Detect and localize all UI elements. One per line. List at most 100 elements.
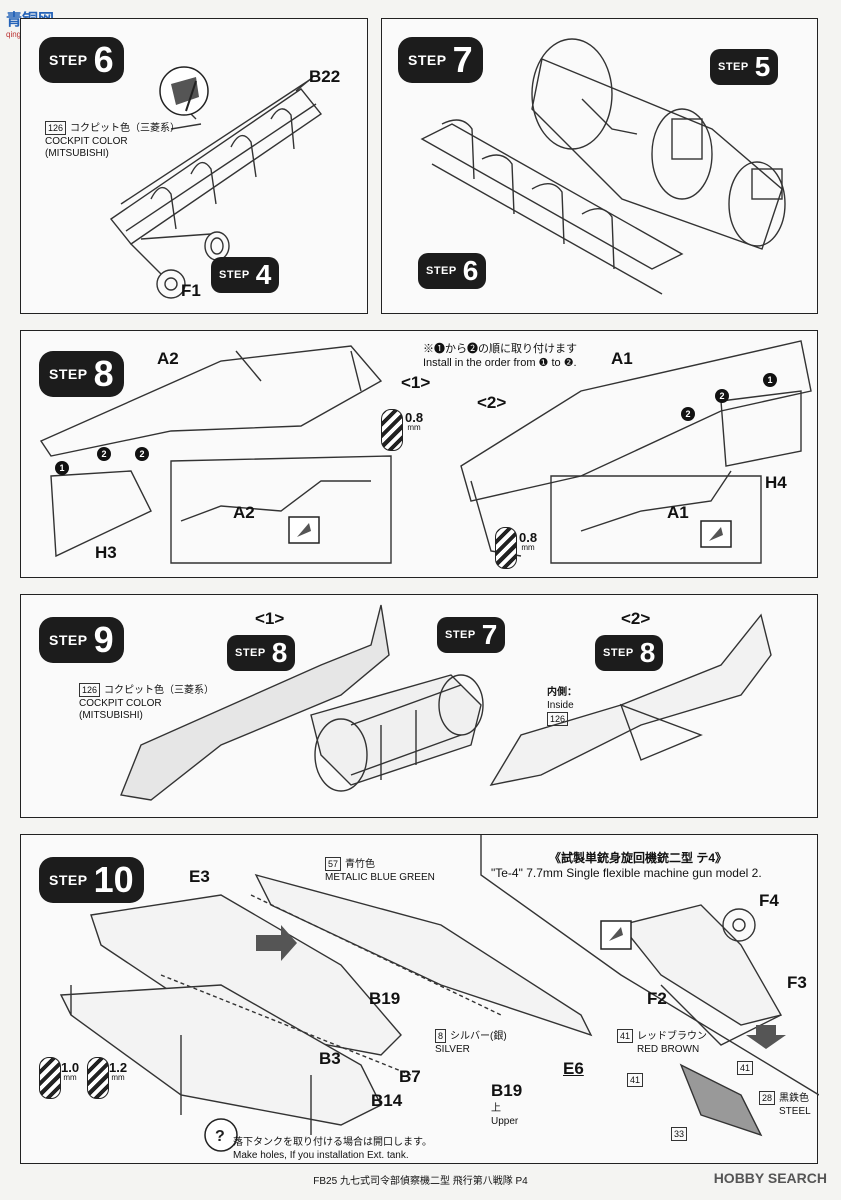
part-b19-detail-label: B19 bbox=[491, 1081, 523, 1100]
part-b19-label: B19 bbox=[369, 989, 401, 1008]
step9-word: STEP bbox=[49, 632, 88, 648]
ref-number: 8 bbox=[639, 637, 656, 668]
step8-drawing bbox=[39, 340, 812, 564]
step7-number: 7 bbox=[452, 39, 473, 80]
paint41-jp: レッドブラウン bbox=[637, 1031, 708, 1042]
step6-badge: STEP 6 bbox=[39, 37, 124, 83]
svg-text:?: ? bbox=[215, 1128, 225, 1145]
step8-number: 8 bbox=[93, 353, 114, 394]
ref-word: STEP bbox=[445, 629, 476, 641]
subassembly-2-label: <2> bbox=[477, 393, 507, 412]
ref-number: 5 bbox=[754, 51, 771, 82]
order-marker-1: 1 bbox=[763, 373, 777, 387]
part-f4-label: F4 bbox=[759, 891, 779, 910]
paint-code-126: 126 bbox=[79, 683, 101, 697]
upper-marker: 上 Upper bbox=[491, 1103, 518, 1128]
part-e3-label: E3 bbox=[189, 867, 210, 886]
step9-ref-step7: STEP 7 bbox=[437, 617, 506, 653]
part-h3-label: H3 bbox=[95, 543, 117, 562]
drill-icon bbox=[87, 1057, 109, 1099]
callout-41b: 41 bbox=[737, 1061, 757, 1076]
paint8-en: SILVER bbox=[435, 1043, 470, 1055]
gun-title-jp: 《試製単銃身旋回機銃二型 テ4》 bbox=[549, 851, 728, 865]
drill-value: 0.8 bbox=[405, 410, 424, 425]
paint57-jp: 青竹色 bbox=[345, 859, 376, 870]
part-a2-detail-label: A2 bbox=[233, 503, 255, 522]
ext-tank-note: 落下タンクを取り付ける場合は開口します。 Make holes, If you … bbox=[233, 1137, 432, 1162]
part-b22-label: B22 bbox=[309, 67, 341, 86]
step7-panel: STEP 7 STEP 5 STEP 6 bbox=[381, 18, 818, 314]
step10-drawing: ? bbox=[59, 835, 819, 1152]
drill-value: 1.0 bbox=[61, 1060, 80, 1075]
paint-code-41: 41 bbox=[617, 1029, 634, 1043]
step9-badge: STEP 9 bbox=[39, 617, 124, 663]
gun-title: 《試製単銃身旋回機銃二型 テ4》 "Te-4" 7.7mm Single fle… bbox=[491, 851, 762, 881]
paint28-jp: 黒鉄色 bbox=[779, 1093, 810, 1104]
part-code-33: 33 bbox=[671, 1127, 688, 1141]
step7-ref-step6: STEP 6 bbox=[418, 253, 487, 289]
part-f1-label: F1 bbox=[181, 281, 201, 300]
order-marker-2: 2 bbox=[715, 389, 729, 403]
part-b3-label: B3 bbox=[319, 1049, 341, 1068]
step9-ref-step8-a: STEP 8 bbox=[227, 635, 296, 671]
drill-icon bbox=[381, 409, 403, 451]
part-f2-label: F2 bbox=[647, 989, 667, 1008]
paint-code-57: 57 bbox=[325, 857, 342, 871]
step8-order-note: ※❶から❷の順に取り付けます Install in the order from… bbox=[423, 343, 577, 371]
callout-41a: 41 bbox=[627, 1073, 647, 1088]
ref-word: STEP bbox=[235, 647, 266, 659]
step7-word: STEP bbox=[408, 52, 447, 68]
step9-drawing bbox=[120, 604, 772, 801]
paint-en2: (MITSUBISHI) bbox=[79, 710, 143, 721]
paint-en2: (MITSUBISHI) bbox=[45, 148, 109, 159]
holes-jp: 落下タンクを取り付ける場合は開口します。 bbox=[233, 1137, 432, 1148]
ref-word: STEP bbox=[718, 61, 749, 73]
paint-code-28: 28 bbox=[759, 1091, 776, 1105]
page-footer: FB25 九七式司令部偵察機二型 飛行第八戦隊 P4 bbox=[313, 1176, 528, 1187]
subassembly-1-label: <1> bbox=[401, 373, 431, 392]
order-marker-2: 2 bbox=[681, 407, 695, 421]
paint-en1: COCKPIT COLOR bbox=[79, 697, 162, 709]
paint-code-41: 41 bbox=[737, 1061, 754, 1075]
ref-number: 8 bbox=[271, 637, 288, 668]
paint-code-8: 8 bbox=[435, 1029, 447, 1043]
part-e6-label: E6 bbox=[563, 1059, 584, 1078]
drill-icon bbox=[39, 1057, 61, 1099]
step7-ref-step5: STEP 5 bbox=[710, 49, 779, 85]
drill-unit: mm bbox=[63, 1073, 77, 1082]
step10-badge: STEP 10 bbox=[39, 857, 144, 903]
drill-value: 1.2 bbox=[109, 1060, 128, 1075]
paint-jp: コクピット色（三菱系） bbox=[104, 685, 215, 696]
step6-ref-step4: STEP 4 bbox=[211, 257, 280, 293]
ref-number: 4 bbox=[255, 259, 272, 290]
paint8-jp: シルバー(銀) bbox=[450, 1031, 507, 1042]
step9-inside-note: 内側： Inside 126 bbox=[547, 687, 577, 727]
step6-number: 6 bbox=[93, 39, 114, 80]
paint57-en: METALIC BLUE GREEN bbox=[325, 871, 435, 883]
paint-code-41: 41 bbox=[627, 1073, 644, 1087]
gun-title-en: "Te-4" 7.7mm Single flexible machine gun… bbox=[491, 866, 762, 880]
step8-badge: STEP 8 bbox=[39, 351, 124, 397]
part-a1-label: A1 bbox=[611, 349, 633, 368]
drill-value: 0.8 bbox=[519, 530, 538, 545]
step10-word: STEP bbox=[49, 872, 88, 888]
step6-word: STEP bbox=[49, 52, 88, 68]
subassembly-2-label: <2> bbox=[621, 609, 651, 628]
step6-drawing bbox=[109, 66, 323, 299]
part-b14-label: B14 bbox=[371, 1091, 403, 1110]
holes-en: Make holes, If you installation Ext. tan… bbox=[233, 1149, 409, 1161]
step9-number: 9 bbox=[93, 619, 114, 660]
inside-jp: 内側： bbox=[547, 687, 577, 698]
drill-unit: mm bbox=[521, 543, 535, 552]
paint-jp: コクピット色（三菱系） bbox=[70, 123, 181, 134]
part-h4-label: H4 bbox=[765, 473, 787, 492]
paint-code-126: 126 bbox=[547, 712, 569, 726]
